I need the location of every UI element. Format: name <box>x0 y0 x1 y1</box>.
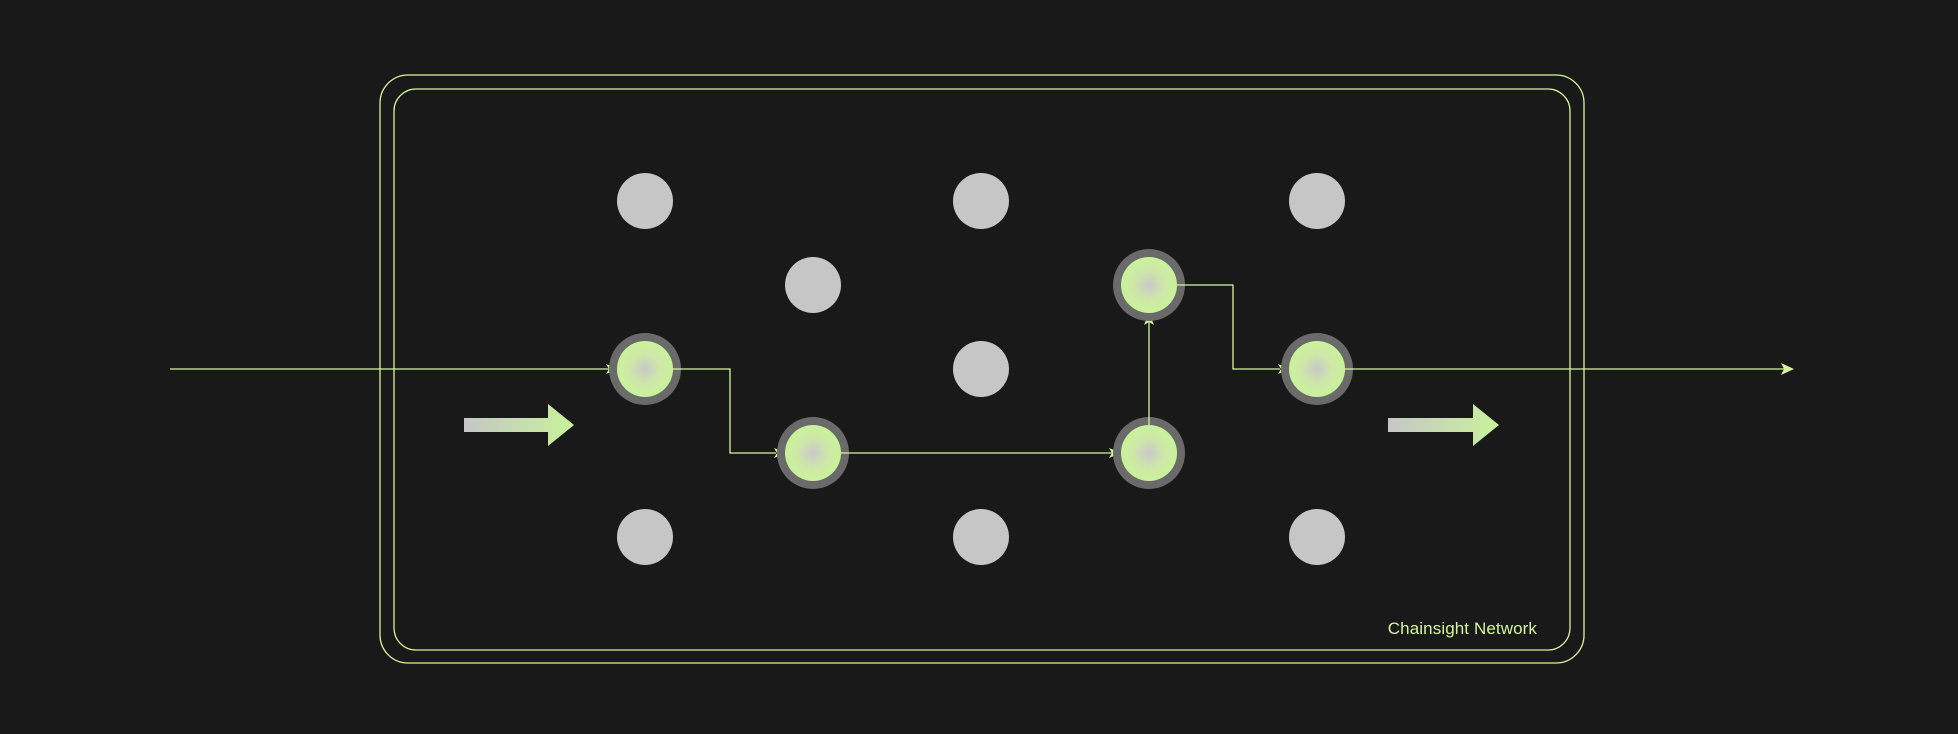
node-n5-core <box>785 425 841 481</box>
node-n12-core <box>1289 341 1345 397</box>
node-n5 <box>777 417 849 489</box>
node-n7 <box>953 341 1009 397</box>
path-segment-n2-n5 <box>645 368 776 454</box>
node-n10 <box>1113 417 1185 489</box>
nodes-layer <box>609 173 1353 565</box>
node-n1 <box>617 173 673 229</box>
node-n6 <box>953 173 1009 229</box>
node-n2 <box>609 333 681 405</box>
node-n2-core <box>617 341 673 397</box>
node-n3 <box>617 509 673 565</box>
right-flow-arrow <box>1388 404 1499 446</box>
route-path <box>170 284 1785 454</box>
node-n10-core <box>1121 425 1177 481</box>
node-n13 <box>1289 509 1345 565</box>
arrowhead-output <box>1781 363 1794 375</box>
node-n11 <box>1289 173 1345 229</box>
network-label: Chainsight Network <box>1387 619 1537 638</box>
node-n9-core <box>1121 257 1177 313</box>
node-n8 <box>953 509 1009 565</box>
node-n12 <box>1281 333 1353 405</box>
node-n9 <box>1113 249 1185 321</box>
path-segment-n9-n12 <box>1183 284 1280 370</box>
node-n4 <box>785 257 841 313</box>
route-path-overlay <box>673 284 1353 454</box>
left-flow-arrow <box>464 404 574 446</box>
